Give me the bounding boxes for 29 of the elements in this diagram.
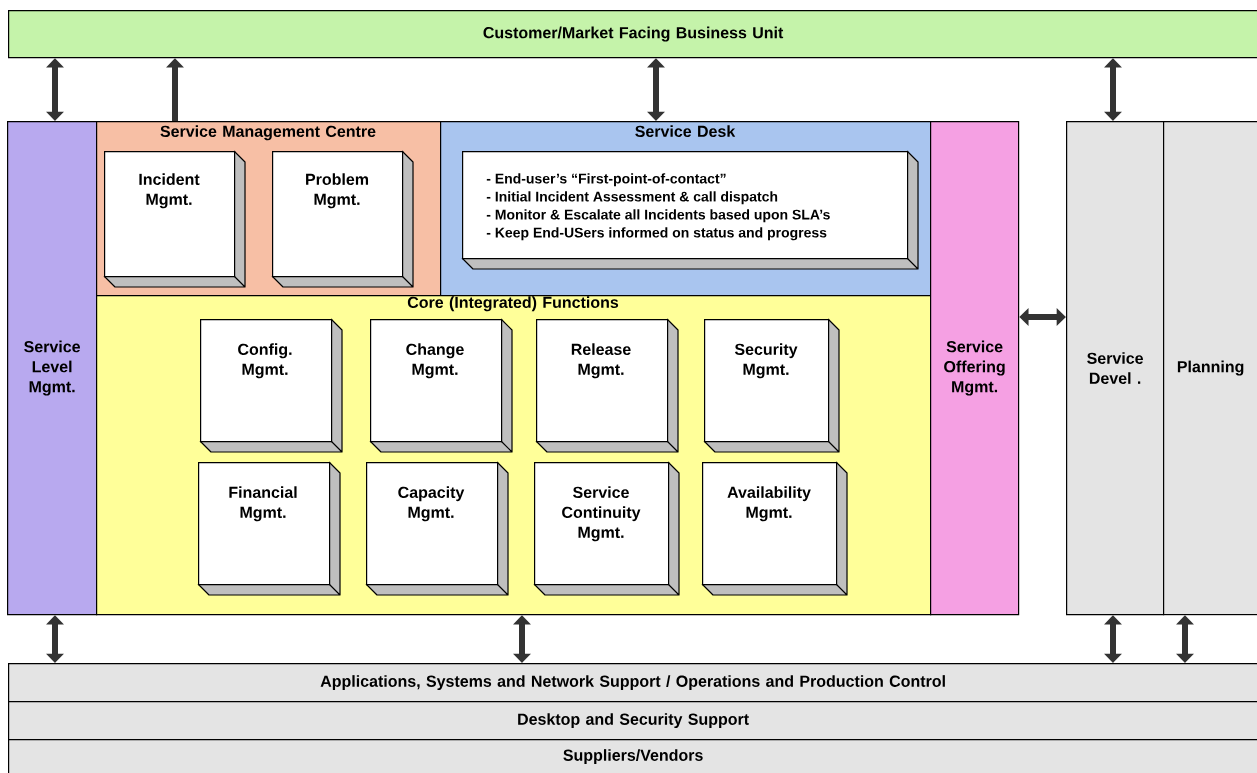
block-arrow [46,615,64,663]
block-arrow [1104,615,1122,663]
block-arrow [1176,615,1194,663]
process-box: Change Mgmt. [369,318,513,453]
column-band: Planning [1163,121,1257,616]
process-box: Capacity Mgmt. [365,461,509,596]
process-box: Problem Mgmt. [271,150,414,288]
process-box: Availability Mgmt. [701,461,848,596]
layer-band: Desktop and Security Support [8,701,1257,741]
node-label: Applications, Systems and Network Support / Operations and Production Control [320,675,945,691]
layer-band: Suppliers/Vendors [8,739,1257,773]
process-box: Incident Mgmt. [103,150,246,288]
block-arrow [1019,308,1066,326]
text-box: - End-user’s “First-point-of-contact” - Initial Incident Assessment & call dispatch - Monitor & Escalate all Incidents based upon SLA’s - Keep End-USers informed on status and progress [461,150,919,270]
process-box: Service Continuity Mgmt. [533,461,680,596]
block-arrow [647,58,665,121]
process-box: Config. Mgmt. [199,318,343,453]
process-box: Release Mgmt. [535,318,679,453]
banner-band: Customer/Market Facing Business Unit [8,10,1257,59]
column-band: Service Devel . [1066,121,1165,616]
process-box: Security Mgmt. [703,318,840,453]
layer-band: Applications, Systems and Network Support / Operations and Production Control [8,663,1257,703]
block-arrow [46,58,64,121]
block-arrow [513,615,531,663]
process-box: Financial Mgmt. [197,461,341,596]
node-label: Desktop and Security Support [518,713,749,729]
column-band: Service Level Mgmt. [7,121,98,616]
column-band: Service Offering Mgmt. [930,121,1020,616]
block-arrow [1104,58,1122,121]
